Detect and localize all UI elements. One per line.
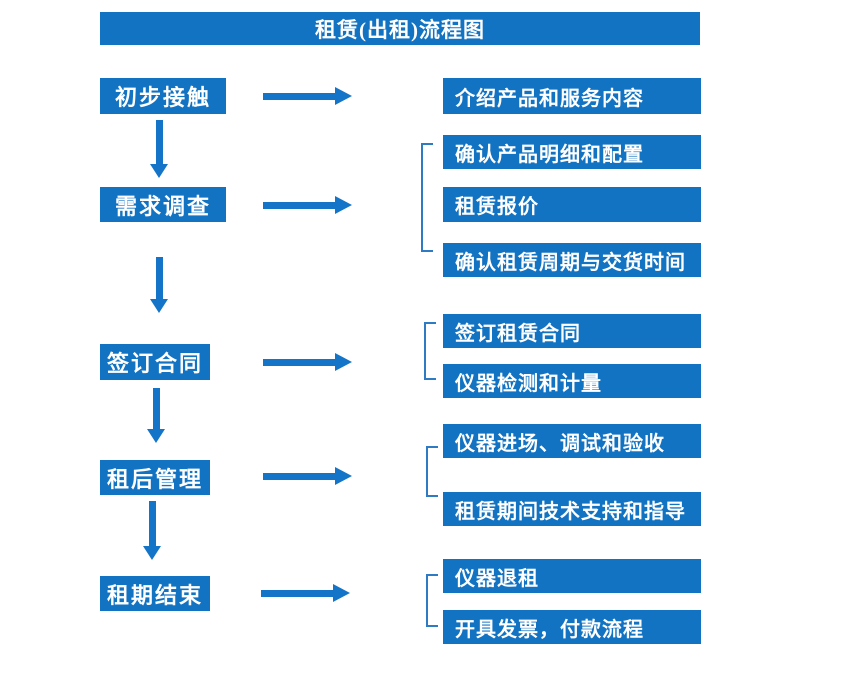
step-contract-signing: 签订合同 xyxy=(100,344,210,380)
diagram-title: 租赁(出租)流程图 xyxy=(100,12,700,45)
group-bracket xyxy=(421,143,433,252)
detail-confirm-rental-period-delivery: 确认租赁周期与交货时间 xyxy=(443,243,701,277)
step-demand-survey: 需求调查 xyxy=(100,187,226,222)
arrow-right-icon xyxy=(263,467,352,485)
detail-confirm-product-details-config: 确认产品明细和配置 xyxy=(443,135,701,169)
arrow-right-icon xyxy=(263,353,352,371)
detail-instrument-testing-calibration: 仪器检测和计量 xyxy=(443,364,701,398)
step-initial-contact: 初步接触 xyxy=(100,78,226,114)
detail-invoice-payment-process: 开具发票，付款流程 xyxy=(443,610,701,644)
detail-rental-quotation: 租赁报价 xyxy=(443,187,701,222)
arrow-down-icon xyxy=(143,501,161,560)
group-bracket xyxy=(426,446,438,497)
arrow-down-icon xyxy=(147,388,165,443)
detail-introduce-products-services: 介绍产品和服务内容 xyxy=(443,78,701,114)
detail-sign-rental-contract: 签订租赁合同 xyxy=(443,314,701,348)
group-bracket xyxy=(424,322,436,380)
detail-instrument-entry-debug-acceptance: 仪器进场、调试和验收 xyxy=(443,424,701,458)
group-bracket xyxy=(426,574,438,627)
arrow-right-icon xyxy=(261,584,350,602)
detail-rental-period-technical-support: 租赁期间技术支持和指导 xyxy=(443,492,701,526)
step-lease-end: 租期结束 xyxy=(100,576,210,611)
arrow-down-icon xyxy=(150,257,168,313)
step-post-lease-management: 租后管理 xyxy=(100,460,210,495)
arrow-right-icon xyxy=(263,87,352,105)
arrow-right-icon xyxy=(263,196,352,214)
detail-instrument-return: 仪器退租 xyxy=(443,559,701,593)
arrow-down-icon xyxy=(150,120,168,178)
